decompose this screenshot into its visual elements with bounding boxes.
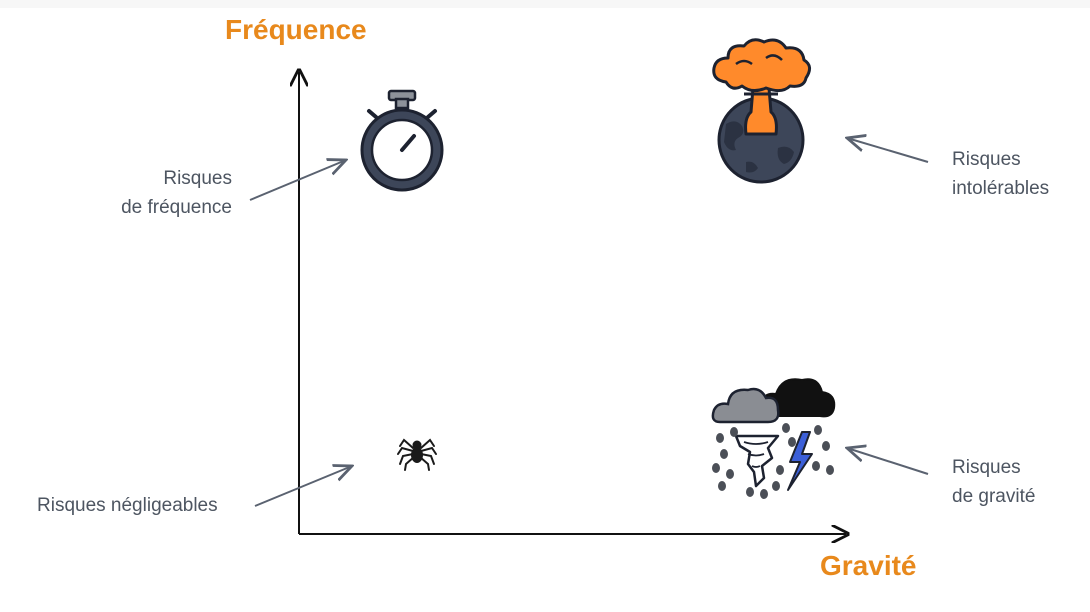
label-line-1: Risques bbox=[952, 457, 1021, 478]
pointer-arrow-negligeables bbox=[254, 466, 352, 507]
stopwatch-icon bbox=[360, 89, 444, 192]
label-risques-intolerables: Risques intolérables bbox=[952, 145, 1082, 203]
label-risques-de-frequence: Risques de fréquence bbox=[96, 164, 232, 222]
top-bar bbox=[0, 0, 1090, 8]
label-line-2: intolérables bbox=[952, 178, 1050, 199]
label-line-1: Risques bbox=[952, 149, 1021, 170]
nuclear-explosion-icon bbox=[712, 38, 811, 184]
pointer-arrow-gravite bbox=[847, 448, 929, 475]
label-line-1: Risques bbox=[163, 168, 232, 189]
storm-tornado-icon bbox=[711, 378, 836, 499]
spider-icon bbox=[397, 438, 437, 471]
y-axis-title: Fréquence bbox=[225, 14, 367, 45]
label-risques-negligeables: Risques négligeables bbox=[37, 491, 247, 520]
label-line-1: Risques négligeables bbox=[37, 495, 218, 516]
label-line-2: de gravité bbox=[952, 486, 1036, 507]
x-axis-title: Gravité bbox=[820, 550, 917, 581]
label-line-2: de fréquence bbox=[121, 197, 232, 218]
pointer-arrow-intolerables bbox=[847, 138, 929, 163]
pointer-arrow-frequence bbox=[249, 160, 346, 201]
label-risques-de-gravite: Risques de gravité bbox=[952, 453, 1082, 511]
